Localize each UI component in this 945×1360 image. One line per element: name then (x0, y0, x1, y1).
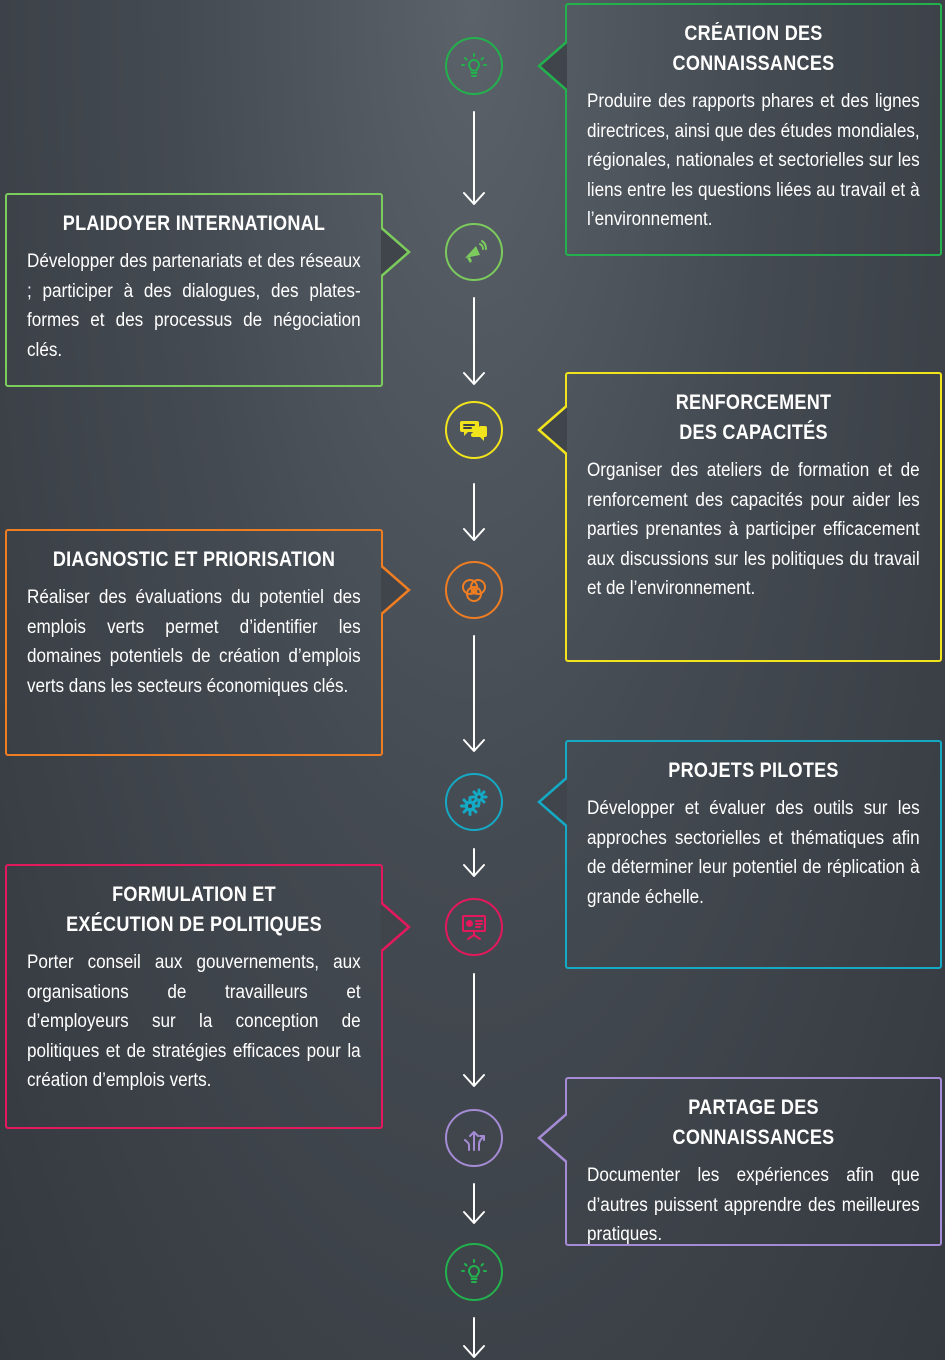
flow-arrow (463, 848, 485, 877)
gears-icon (458, 786, 490, 818)
step-icon-circle (445, 898, 503, 956)
step-title: RENFORCEMENT DES CAPACITÉS (675, 391, 832, 444)
box-pointer (537, 777, 568, 827)
diverging-arrows-icon (458, 1122, 490, 1154)
flow-arrow (463, 1317, 485, 1358)
flow-arrow (463, 973, 485, 1087)
box-pointer (380, 565, 411, 615)
step-description: Développer des partenariats et des résea… (27, 251, 361, 361)
step-icon-circle (445, 223, 503, 281)
box-pointer (380, 227, 411, 277)
megaphone-icon (458, 236, 490, 268)
step-description: Réaliser des évaluations du potentiel de… (27, 587, 361, 697)
box-pointer (537, 1113, 568, 1163)
box-pointer (537, 405, 568, 455)
box-pointer (537, 41, 568, 91)
step-title: DIAGNOSTIC ET PRIORISATION (52, 548, 336, 571)
step-title: PROJETS PILOTES (668, 759, 839, 782)
step-description: Développer et évaluer des outils sur les… (587, 798, 920, 908)
step-box-formulation: FORMULATION ET EXÉCUTION DE POLITIQUES Po… (5, 864, 383, 1129)
step-box-plaidoyer: PLAIDOYER INTERNATIONAL Développer des pa… (5, 193, 383, 387)
step-box-creation: CRÉATION DES CONNAISSANCES Produire des r… (565, 3, 942, 256)
lightbulb-icon (458, 50, 490, 82)
step-icon-circle (445, 561, 503, 619)
step-box-partage: PARTAGE DES CONNAISSANCES Documenter les … (565, 1077, 942, 1246)
step-title: PARTAGE DES CONNAISSANCES (672, 1096, 835, 1149)
step-box-diagnostic: DIAGNOSTIC ET PRIORISATION Réaliser des é… (5, 529, 383, 756)
flow-arrow (463, 111, 485, 205)
step-title: FORMULATION ET EXÉCUTION DE POLITIQUES (66, 883, 322, 936)
step-title: CRÉATION DES CONNAISSANCES (672, 22, 835, 75)
chat-bubbles-icon (458, 414, 490, 446)
step-description: Organiser des ateliers de formation et d… (587, 460, 920, 599)
step-icon-circle (445, 1109, 503, 1167)
lightbulb-icon (458, 1256, 490, 1288)
step-box-renforcement: RENFORCEMENT DES CAPACITÉS Organiser des … (565, 372, 942, 662)
flow-arrow (463, 635, 485, 752)
flow-arrow (463, 483, 485, 541)
box-pointer (380, 902, 411, 952)
venn-diagram-icon (458, 574, 490, 606)
step-description: Porter conseil aux gouvernements, aux or… (27, 952, 361, 1091)
flow-arrow (463, 297, 485, 385)
step-icon-circle (445, 401, 503, 459)
presentation-board-icon (458, 911, 490, 943)
step-box-projets: PROJETS PILOTES Développer et évaluer des… (565, 740, 942, 969)
step-icon-circle (445, 773, 503, 831)
step-icon-circle (445, 1243, 503, 1301)
step-description: Produire des rapports phares et des lign… (587, 91, 920, 230)
flow-arrow (463, 1183, 485, 1224)
step-icon-circle (445, 37, 503, 95)
step-title: PLAIDOYER INTERNATIONAL (62, 212, 326, 235)
step-description: Documenter les expériences afin que d’au… (587, 1165, 920, 1245)
